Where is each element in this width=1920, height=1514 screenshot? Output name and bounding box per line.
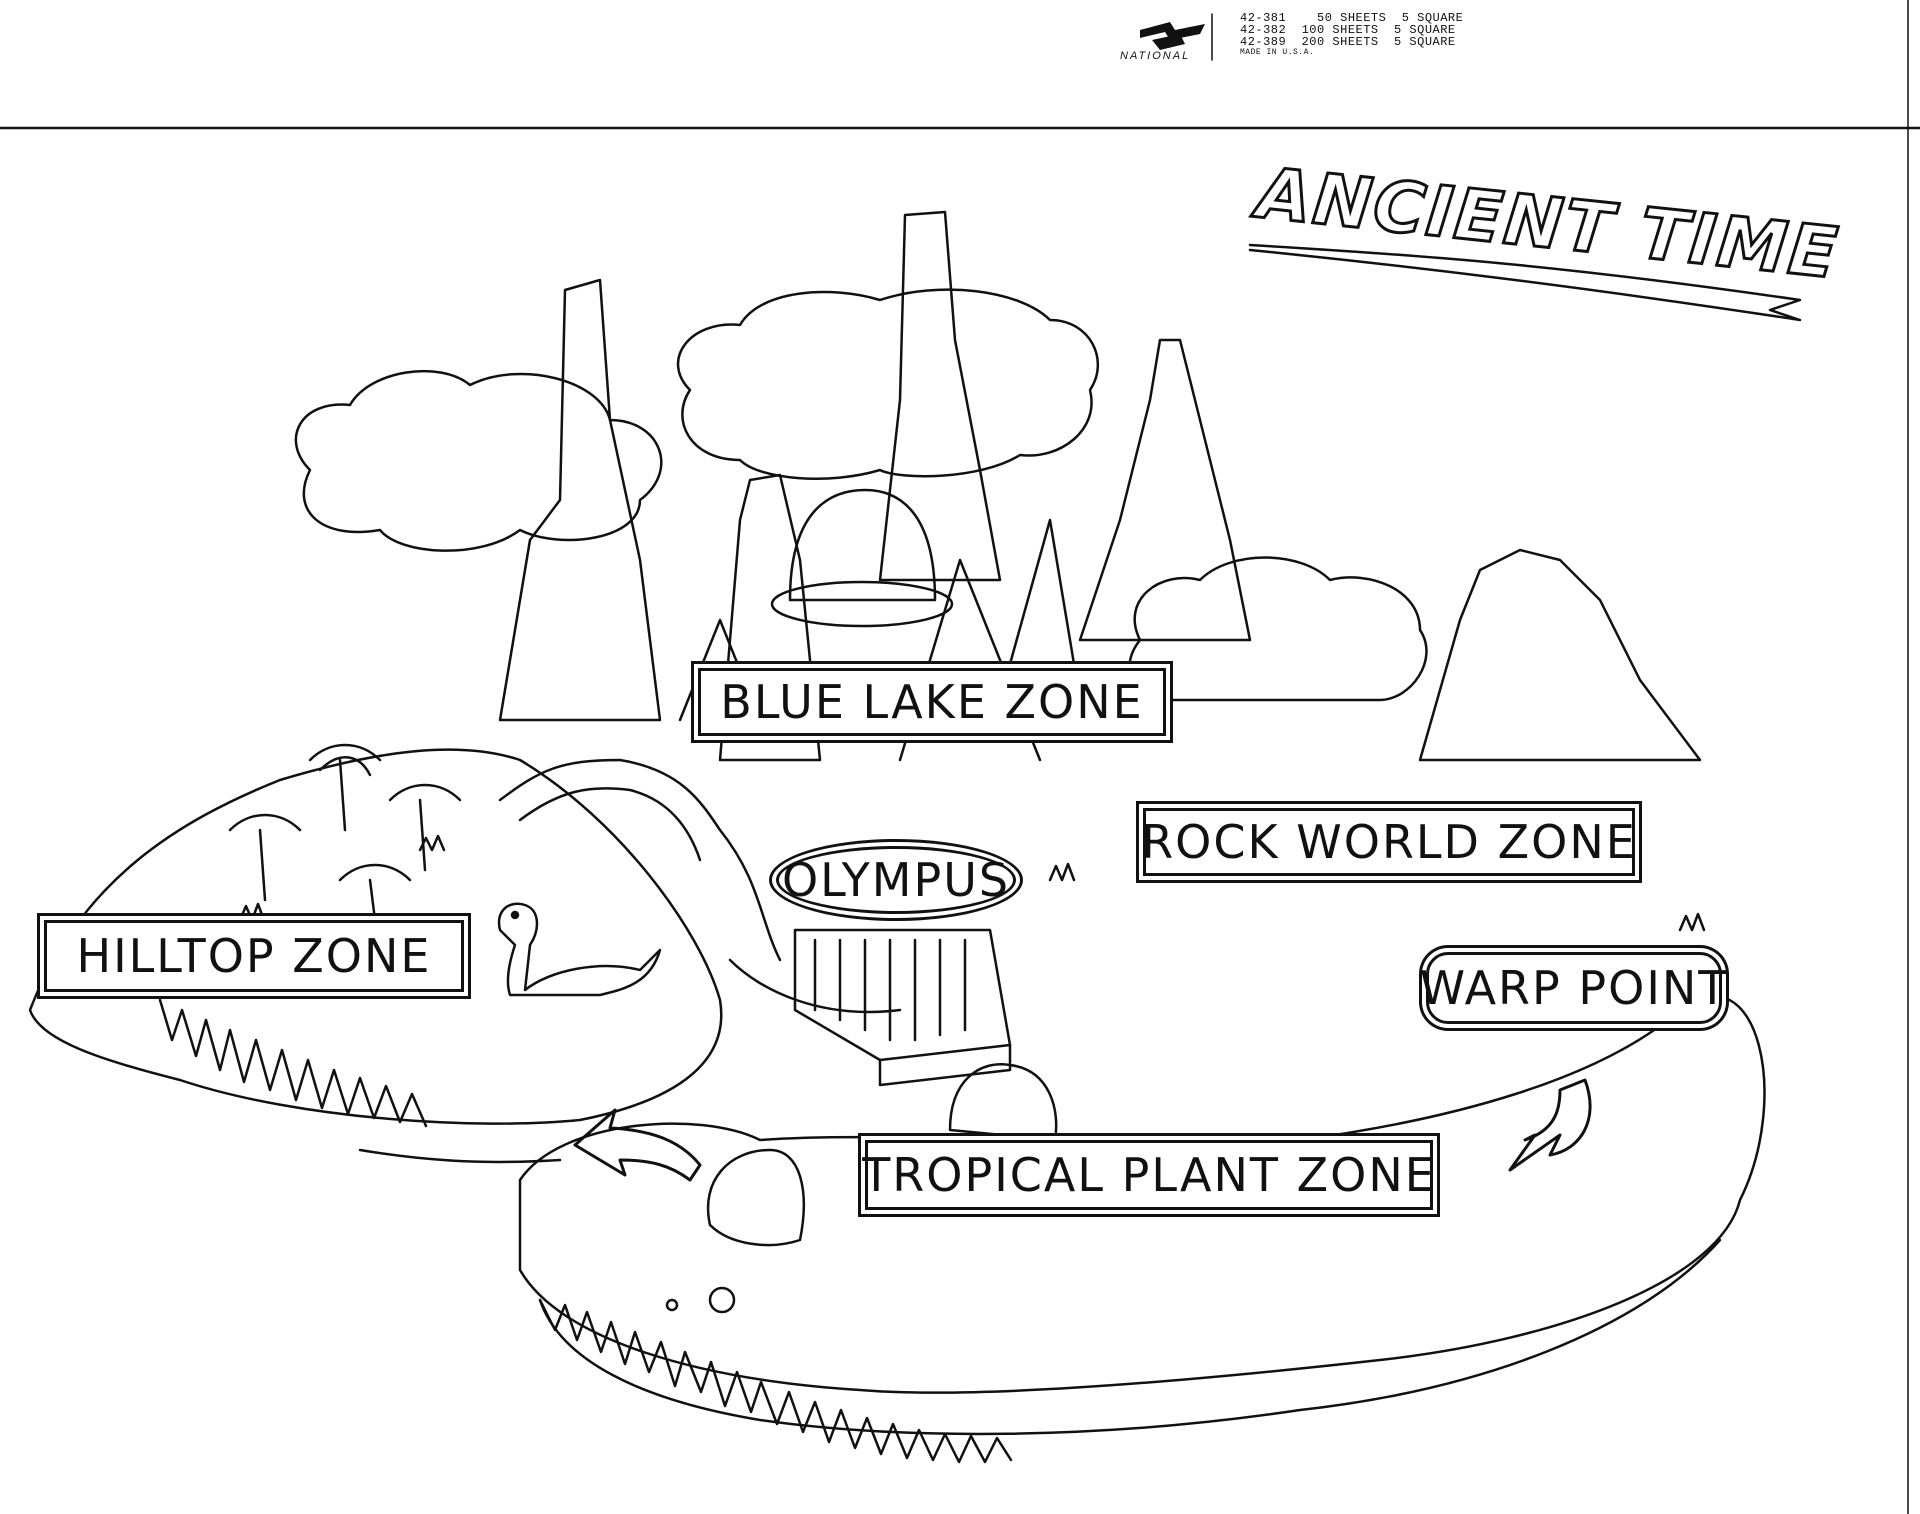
dome [788,488,937,602]
dinosaur [497,902,662,997]
mountain-right [1078,338,1252,642]
river [498,758,782,962]
national-logo-icon [1140,22,1205,50]
paper-made-in: MADE IN U.S.A. [1240,48,1315,57]
palm-trees [228,743,462,922]
cloud-center [676,288,1100,480]
sign-tropical-plant-zone[interactable]: TROPICAL PLANT ZONE [862,1140,1434,1210]
sign-hilltop-zone[interactable]: HILLTOP ZONE [44,920,464,992]
mountain-far-right [1418,548,1702,762]
paper-brand: NATIONAL [1120,50,1191,62]
cloud-right [1128,556,1428,702]
island-lower [518,995,1766,1394]
paper-header-line-2: 42-382 100 SHEETS 5 SQUARE [1240,23,1456,37]
sign-warp-point[interactable]: WARP POINT [1420,952,1726,1024]
rock-small [706,1148,805,1247]
paper-header-line-1: 42-381 50 SHEETS 5 SQUARE [1240,11,1464,25]
sign-rock-world-zone[interactable]: ROCK WORLD ZONE [1141,808,1635,876]
paper-header-line-3: 42-389 200 SHEETS 5 SQUARE [1240,35,1456,49]
sign-blue-lake-zone[interactable]: BLUE LAKE ZONE [698,668,1166,736]
mountain-center-tall [878,210,1002,582]
sign-olympus[interactable]: OLYMPUS [776,846,1016,914]
island-hilltop [28,748,723,1125]
left-arrow-icon [573,1108,702,1182]
mountain-left [498,278,662,722]
title-swoosh [1248,243,1802,322]
olympus-temple [793,928,1012,1087]
cloud-left [294,369,663,552]
rock-center [948,1063,1058,1142]
warp-arrow-icon [1508,1078,1592,1172]
